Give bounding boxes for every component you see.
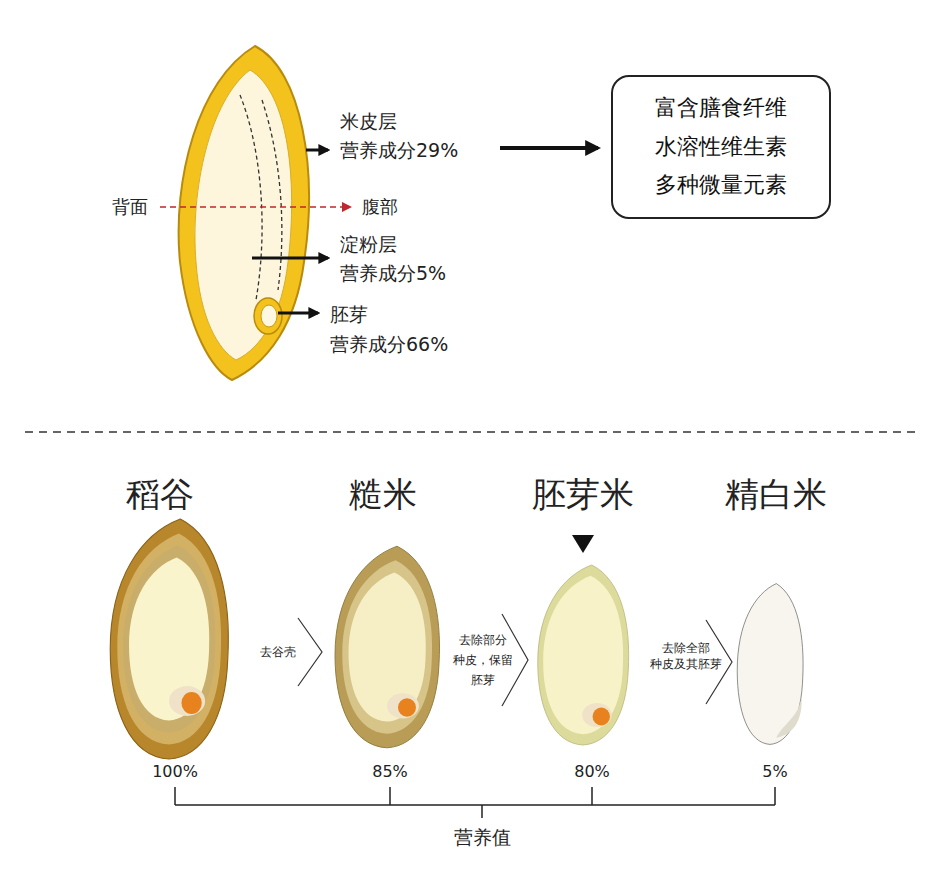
process-step: 去除部分 [459, 633, 507, 647]
nutrition-value: 80% [574, 762, 610, 781]
nutrition-value: 100% [152, 762, 198, 781]
process-step: 去谷壳 [260, 645, 296, 659]
axis-label: 营养值 [454, 826, 511, 849]
paddy-grain [110, 519, 228, 759]
side-label: 背面 [112, 196, 148, 218]
nutrient-share: 营养成分29% [340, 139, 458, 162]
process-step: 去除全部 [662, 641, 710, 655]
info-box: 富含膳食纤维 水溶性维生素 多种微量元素 [611, 75, 831, 219]
process-step: 种皮，保留 [453, 653, 513, 667]
white-rice-grain [737, 584, 803, 745]
part-name: 米皮层 [340, 110, 397, 133]
separator [25, 431, 920, 433]
stage-title: 精白米 [725, 475, 827, 516]
process-step: 种皮及其胚芽 [650, 657, 722, 671]
nutrition-value: 85% [372, 762, 408, 781]
stage-title: 胚芽米 [532, 475, 634, 516]
side-label: 腹部 [362, 196, 398, 218]
nutrient-share: 营养成分5% [340, 262, 446, 285]
stage-title: 糙米 [349, 475, 417, 516]
brown-rice-grain [335, 546, 440, 748]
process-step: 胚芽 [471, 673, 495, 687]
nutrition-value: 5% [762, 762, 787, 781]
part-name: 淀粉层 [340, 233, 397, 256]
box-text: 富含膳食纤维 水溶性维生素 多种微量元素 [651, 89, 792, 205]
grain-section [160, 46, 598, 380]
germ-rice-grain [538, 565, 629, 745]
value-bracket [175, 787, 775, 818]
pointer-triangle [572, 535, 594, 553]
part-name: 胚芽 [330, 303, 368, 326]
nutrient-share: 营养成分66% [330, 333, 448, 356]
process-chevrons [298, 614, 732, 706]
stage-title: 稻谷 [126, 475, 194, 516]
